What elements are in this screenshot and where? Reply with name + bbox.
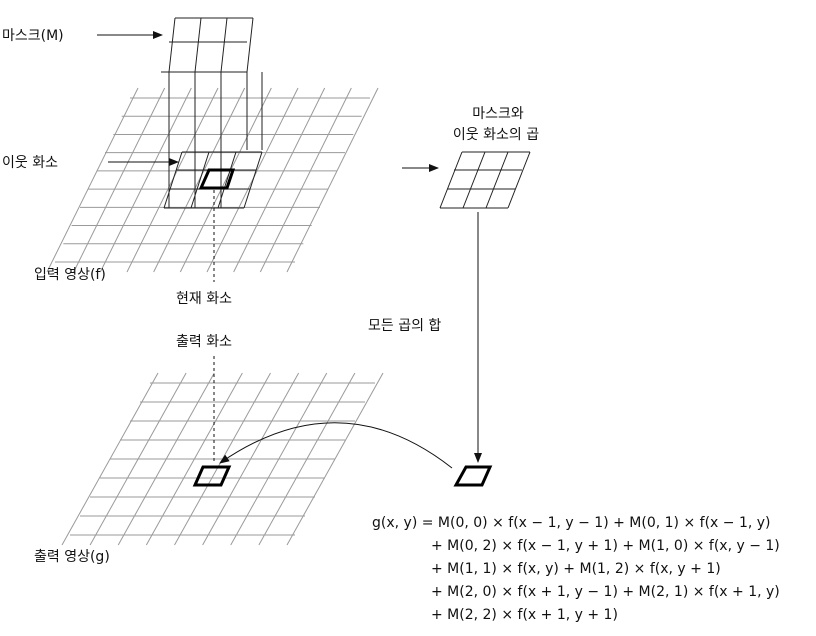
grid-line-v [89,372,187,546]
grid-line-v [202,372,300,546]
grid-line-v [61,372,159,546]
grid-line-v [145,372,243,546]
equation-line-1: g(x, y) = M(0, 0) × f(x − 1, y − 1) + M(… [372,515,771,531]
grid-line-v [153,87,246,273]
sum-of-products-label: 모든 곱의 합 [368,318,441,334]
mask-label: 마스크(M) [2,28,64,44]
neighbor-label: 이웃 화소 [2,155,58,171]
equation-line-2: + M(0, 2) × f(x − 1, y + 1) + M(1, 0) × … [431,538,780,554]
grid-line-v [73,87,166,273]
mask-prism [161,17,263,209]
output-pixel-marker [192,465,232,487]
grid-line-v [233,87,326,273]
input-image-label: 입력 영상(f) [34,267,106,283]
curved-arrow [219,422,453,469]
equation-line-4: + M(2, 0) × f(x + 1, y − 1) + M(2, 1) × … [431,584,780,600]
equation-line-3: + M(1, 1) × f(x, y) + M(1, 2) × f(x, y +… [431,561,721,577]
output-pixel-label: 출력 화소 [176,334,232,350]
grid-line-v [286,372,384,546]
output-image-label: 출력 영상(g) [34,549,110,565]
grid-line-v [259,87,352,273]
current-pixel-label: 현재 화소 [176,291,232,307]
product-grid [439,151,531,209]
product-label-line2: 이웃 화소의 곱 [453,127,539,143]
grid-line-v [258,372,356,546]
input-image-grid [46,87,379,273]
grid-line-v [99,87,192,273]
result-pixel-marker [453,465,493,487]
grid-line-v [230,372,328,546]
current-pixel-marker [198,168,236,190]
grid-line-v [46,87,139,273]
product-label-line1: 마스크와 [472,106,524,122]
output-image-grid [61,372,384,546]
equation-line-5: + M(2, 2) × f(x + 1, y + 1) [431,607,618,623]
grid-line-v [179,87,272,273]
grid-line-v [286,87,379,273]
grid-line-v [117,372,215,546]
